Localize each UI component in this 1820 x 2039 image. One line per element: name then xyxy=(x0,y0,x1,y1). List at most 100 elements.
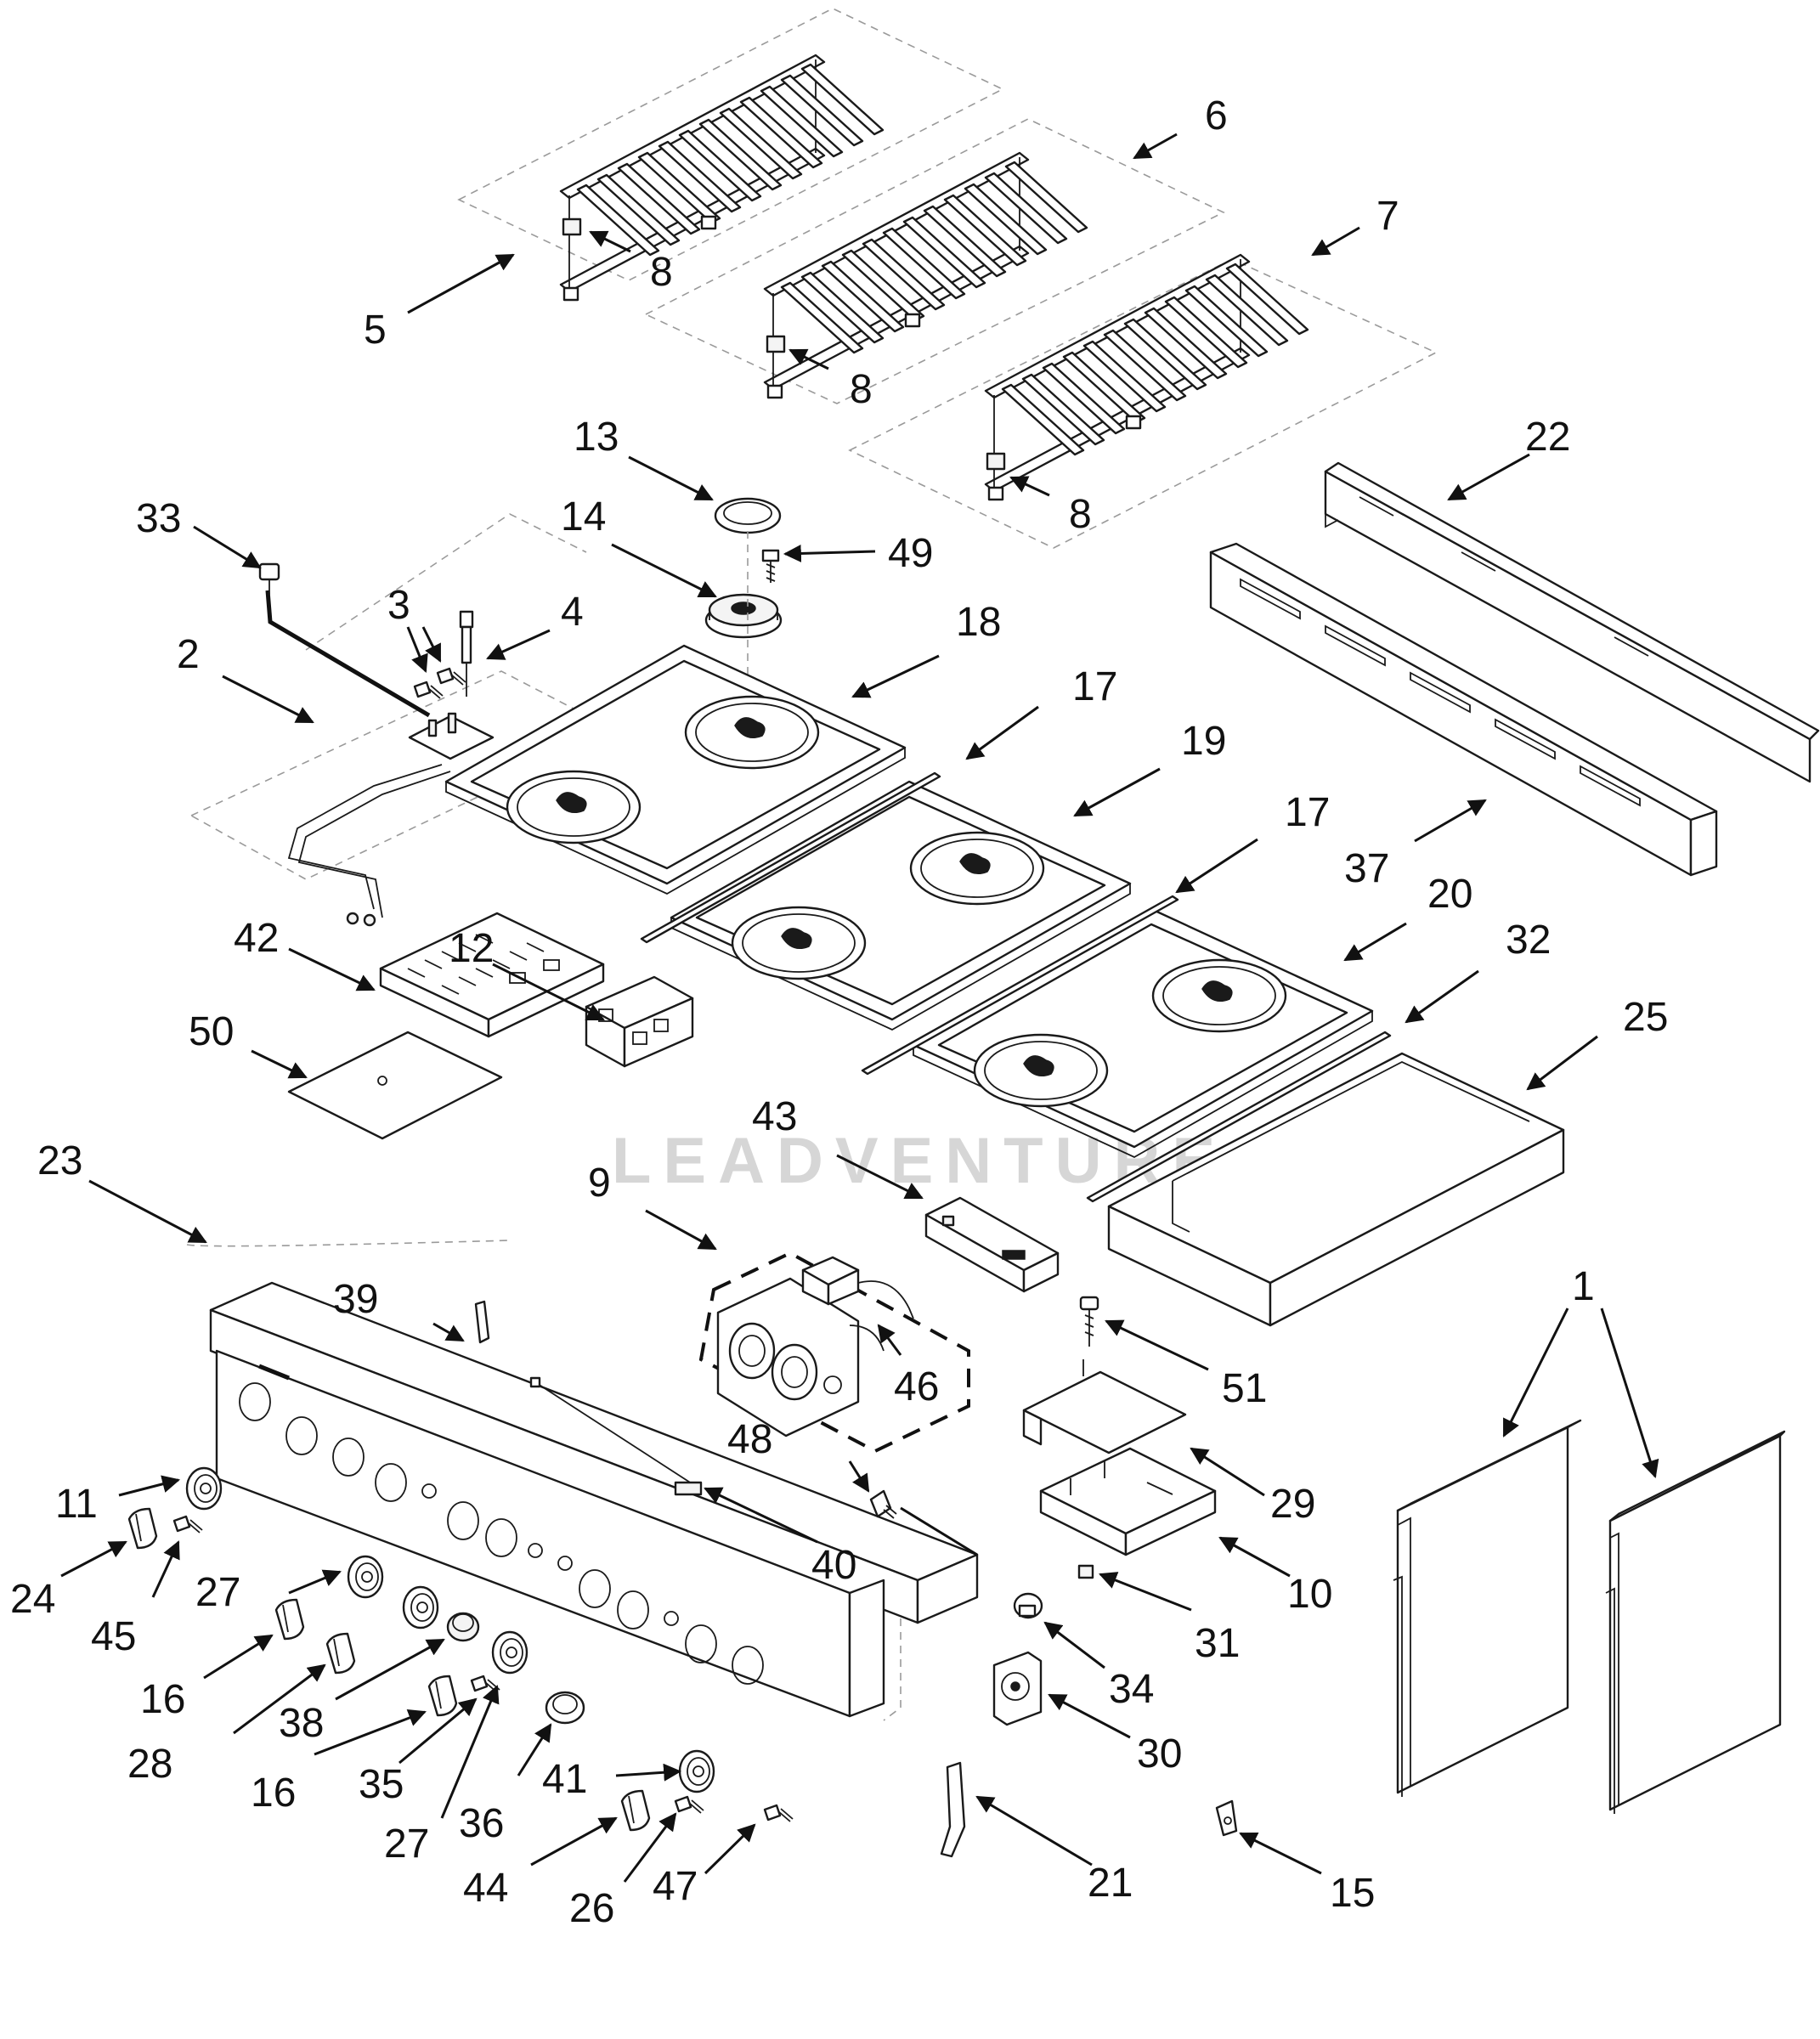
side-panel-right[interactable] xyxy=(1605,1430,1786,1814)
callout-10: 10 xyxy=(1287,1572,1332,1617)
indicator-lens[interactable] xyxy=(545,1691,585,1725)
control-module[interactable] xyxy=(924,1196,1060,1293)
mounting-bracket[interactable] xyxy=(1022,1359,1187,1454)
callout-47: 47 xyxy=(653,1864,698,1909)
pilot-light[interactable] xyxy=(1013,1592,1043,1619)
callout-50: 50 xyxy=(189,1009,234,1054)
callout-43: 43 xyxy=(752,1094,797,1139)
callout-27-bottom: 27 xyxy=(384,1822,429,1867)
grate-envelope-right xyxy=(848,258,1438,549)
callout-18: 18 xyxy=(956,600,1001,645)
callout-6: 6 xyxy=(1205,93,1228,138)
spark-module-envelope xyxy=(698,1251,970,1454)
callout-22: 22 xyxy=(1525,415,1570,460)
right-grate[interactable] xyxy=(984,253,1309,501)
callout-15: 15 xyxy=(1330,1871,1375,1916)
callout-39: 39 xyxy=(333,1277,378,1322)
burner-head[interactable] xyxy=(704,593,783,639)
side-panel-left[interactable] xyxy=(1393,1419,1582,1797)
relay-board[interactable] xyxy=(585,975,694,1068)
grate-foot-parts xyxy=(562,217,1006,471)
igniter-bracket-21[interactable] xyxy=(940,1761,966,1858)
callout-40: 40 xyxy=(811,1543,856,1588)
callout-17-bottom: 17 xyxy=(1285,790,1330,835)
callout-35: 35 xyxy=(359,1762,404,1807)
callout-1: 1 xyxy=(1572,1264,1595,1309)
callout-30: 30 xyxy=(1137,1731,1182,1776)
panel-clip[interactable] xyxy=(474,1300,490,1344)
panel-harness[interactable] xyxy=(529,1376,703,1496)
burner-cap[interactable] xyxy=(714,497,782,534)
callout-16-right: 16 xyxy=(251,1771,296,1816)
grate-envelope-left xyxy=(457,8,1004,281)
front-panel-envelope xyxy=(186,1240,902,1721)
callout-51: 51 xyxy=(1222,1366,1267,1411)
callout-37: 37 xyxy=(1344,846,1389,891)
callout-16-left: 16 xyxy=(140,1677,185,1722)
control-screw[interactable] xyxy=(1079,1296,1099,1347)
trim-strip-2[interactable] xyxy=(861,895,1179,1076)
callout-8-left: 8 xyxy=(650,250,673,295)
callout-31: 31 xyxy=(1195,1621,1240,1666)
callout-34: 34 xyxy=(1109,1667,1154,1712)
callout-4: 4 xyxy=(561,590,584,635)
ignitor-wire[interactable] xyxy=(258,562,431,718)
rotary-switch[interactable] xyxy=(992,1651,1043,1726)
screw-48[interactable] xyxy=(869,1489,897,1519)
callout-49: 49 xyxy=(888,531,933,576)
ignitor-bracket[interactable] xyxy=(408,712,495,760)
insulator-sheet[interactable] xyxy=(287,1031,503,1140)
callout-3: 3 xyxy=(387,583,410,628)
callout-32: 32 xyxy=(1506,918,1551,963)
callout-21: 21 xyxy=(1088,1861,1133,1906)
control-board[interactable] xyxy=(379,912,605,1038)
callout-19: 19 xyxy=(1181,719,1226,764)
callout-8-center: 8 xyxy=(850,367,873,412)
callout-25: 25 xyxy=(1623,995,1668,1040)
griddle-pan[interactable] xyxy=(1107,1052,1565,1327)
callout-33: 33 xyxy=(136,496,181,541)
callout-27-top: 27 xyxy=(195,1570,240,1615)
callout-41: 41 xyxy=(542,1757,587,1802)
callout-8-right: 8 xyxy=(1069,492,1092,537)
callout-44: 44 xyxy=(463,1866,508,1911)
front-control-panel[interactable] xyxy=(209,1281,979,1718)
panel-edge-line xyxy=(900,1506,978,1556)
callout-46: 46 xyxy=(894,1364,939,1409)
burner-screw[interactable] xyxy=(761,549,780,583)
gas-tube[interactable] xyxy=(287,764,451,927)
bracket-15[interactable] xyxy=(1215,1799,1238,1837)
callout-28: 28 xyxy=(127,1742,172,1787)
push-button-switch[interactable] xyxy=(446,1612,480,1642)
spark-module[interactable] xyxy=(716,1277,860,1437)
callout-20: 20 xyxy=(1427,872,1472,917)
callout-17-top: 17 xyxy=(1072,664,1117,709)
callout-29: 29 xyxy=(1270,1482,1315,1527)
callout-26: 26 xyxy=(569,1886,614,1931)
trim-strip-1[interactable] xyxy=(640,771,941,944)
callout-42: 42 xyxy=(234,916,279,961)
callout-labels: 5 6 7 8 8 8 13 14 49 18 17 19 17 20 32 2… xyxy=(10,93,1668,1931)
callout-5: 5 xyxy=(364,308,387,353)
rear-trim-upper[interactable] xyxy=(1324,461,1820,783)
callout-leaders xyxy=(60,133,1659,1883)
trim-strip-3[interactable] xyxy=(1086,1031,1392,1203)
callout-11: 11 xyxy=(55,1482,98,1527)
spark-electrode[interactable] xyxy=(459,610,474,697)
callout-36: 36 xyxy=(459,1801,504,1846)
callout-12: 12 xyxy=(449,926,494,971)
callout-38: 38 xyxy=(279,1701,324,1746)
ignitor-screws[interactable] xyxy=(413,667,467,700)
manifold-envelope xyxy=(189,513,618,880)
small-switch[interactable] xyxy=(1077,1564,1094,1579)
callout-24: 24 xyxy=(10,1577,55,1622)
spark-module-relay[interactable] xyxy=(801,1256,914,1352)
callout-45: 45 xyxy=(91,1614,136,1659)
callout-23: 23 xyxy=(37,1138,82,1183)
callout-7: 7 xyxy=(1376,194,1399,239)
callout-2: 2 xyxy=(177,632,200,677)
rear-trim-lower[interactable] xyxy=(1209,542,1718,877)
callout-48: 48 xyxy=(727,1417,772,1462)
valve-housing[interactable] xyxy=(1039,1447,1217,1556)
